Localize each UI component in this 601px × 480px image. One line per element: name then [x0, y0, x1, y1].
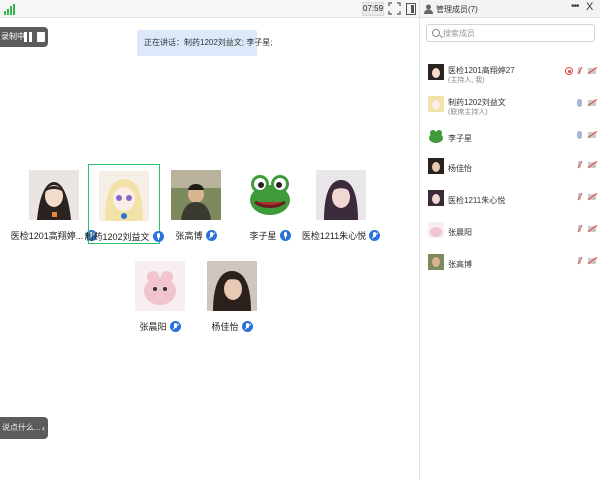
mic-muted-icon[interactable]: [577, 67, 582, 75]
participant-tile[interactable]: 李子星: [234, 164, 306, 244]
camera-off-icon[interactable]: [588, 226, 596, 232]
member-row[interactable]: 医检1211朱心悦: [420, 188, 601, 216]
participant-name: 杨佳怡: [211, 321, 239, 332]
mic-muted-icon[interactable]: [577, 161, 582, 169]
participant-name: 制药1202刘益文: [84, 231, 150, 242]
camera-off-icon[interactable]: [588, 100, 596, 106]
recording-label: 录制中: [1, 32, 25, 41]
panel-title: 管理成员(7): [436, 5, 478, 14]
avatar: [316, 170, 366, 220]
mic-active-icon: [279, 229, 291, 241]
avatar: [99, 171, 149, 221]
member-name: 医检1211朱心悦: [448, 196, 506, 205]
panel-header: 管理成员(7) ••• X: [420, 0, 600, 18]
member-name: 医检1201高翔婷27: [448, 66, 515, 75]
mic-muted-icon: [205, 229, 217, 241]
member-row[interactable]: 张晨阳: [420, 220, 601, 248]
mic-icon[interactable]: [577, 131, 582, 139]
fullscreen-icon[interactable]: [388, 2, 401, 15]
participant-tile[interactable]: 医检1211朱心悦: [301, 164, 381, 244]
participant-name: 张高博: [175, 230, 203, 241]
participant-tile[interactable]: 张高博: [160, 164, 232, 244]
avatar: [428, 222, 444, 238]
participant-tile[interactable]: 医检1201高翔婷...: [11, 164, 98, 244]
mic-muted-icon[interactable]: [577, 257, 582, 265]
member-role: (主持人, 我): [448, 77, 485, 84]
member-row[interactable]: 张高博: [420, 252, 601, 280]
recording-icon: [565, 67, 573, 75]
pause-icon[interactable]: [24, 32, 32, 42]
participant-name: 医检1211朱心悦: [301, 230, 367, 241]
member-name: 张晨阳: [448, 228, 472, 237]
avatar: [135, 261, 185, 311]
avatar: [428, 96, 444, 112]
chevron-left-icon[interactable]: ‹: [42, 423, 45, 433]
mic-muted-icon[interactable]: [577, 193, 582, 201]
member-search[interactable]: [426, 24, 595, 42]
mic-muted-icon: [369, 229, 381, 241]
user-icon: [424, 4, 433, 14]
camera-off-icon[interactable]: [588, 68, 596, 74]
mic-muted-icon: [241, 320, 253, 332]
search-icon: [432, 29, 440, 37]
avatar: [207, 261, 257, 311]
member-row[interactable]: 医检1201高翔婷27 (主持人, 我): [420, 62, 601, 90]
chat-placeholder: 说点什么...: [2, 423, 41, 432]
avatar: [171, 170, 221, 220]
participant-name: 张晨阳: [139, 321, 167, 332]
participant-tile[interactable]: 杨佳怡: [196, 255, 268, 335]
mic-muted-icon: [169, 320, 181, 332]
participant-tile[interactable]: 张晨阳: [124, 255, 196, 335]
search-input[interactable]: [443, 27, 591, 39]
participant-name: 李子星: [249, 230, 277, 241]
speaking-indicator: 正在讲话：制药1202刘益文; 李子星;: [137, 30, 272, 56]
recording-control: 录制中: [0, 27, 48, 47]
mic-muted-icon[interactable]: [577, 225, 582, 233]
camera-off-icon[interactable]: [588, 258, 596, 264]
member-name: 张高博: [448, 260, 472, 269]
camera-off-icon[interactable]: [588, 162, 596, 168]
mic-muted-icon: [86, 229, 98, 241]
member-panel: 管理成员(7) ••• X 医检1201高翔婷27 (主持人, 我) 制药120…: [419, 0, 600, 480]
mic-icon[interactable]: [577, 99, 582, 107]
avatar: [428, 158, 444, 174]
mic-active-icon: [152, 230, 164, 242]
camera-off-icon[interactable]: [588, 194, 596, 200]
meeting-timer: 07:59: [362, 2, 384, 16]
member-row[interactable]: 制药1202刘益文 (联席主持人): [420, 94, 601, 122]
chat-input[interactable]: 说点什么... ‹: [0, 417, 48, 439]
video-stage: 07:59 录制中 正在讲话：制药1202刘益文; 李子星; 医检1201高翔婷…: [0, 0, 419, 480]
layout-toggle-icon[interactable]: [406, 3, 416, 15]
stage-toolbar: 07:59: [0, 0, 419, 18]
avatar: [428, 64, 444, 80]
stop-icon[interactable]: [37, 32, 45, 42]
member-role: (联席主持人): [448, 109, 488, 116]
member-name: 李子星: [448, 134, 472, 143]
more-icon[interactable]: •••: [571, 1, 579, 12]
close-icon[interactable]: X: [586, 1, 594, 13]
camera-off-icon[interactable]: [588, 132, 596, 138]
avatar: [29, 170, 79, 220]
avatar: [428, 190, 444, 206]
participant-tile-active[interactable]: 制药1202刘益文: [84, 164, 164, 244]
avatar: [245, 170, 295, 220]
participant-name: 医检1201高翔婷...: [10, 230, 84, 241]
member-name: 制药1202刘益文: [448, 98, 506, 107]
avatar: [428, 254, 444, 270]
avatar: [428, 128, 444, 144]
member-row[interactable]: 杨佳怡: [420, 156, 601, 184]
signal-icon: [4, 3, 16, 15]
member-row[interactable]: 李子星: [420, 126, 601, 154]
member-name: 杨佳怡: [448, 164, 472, 173]
